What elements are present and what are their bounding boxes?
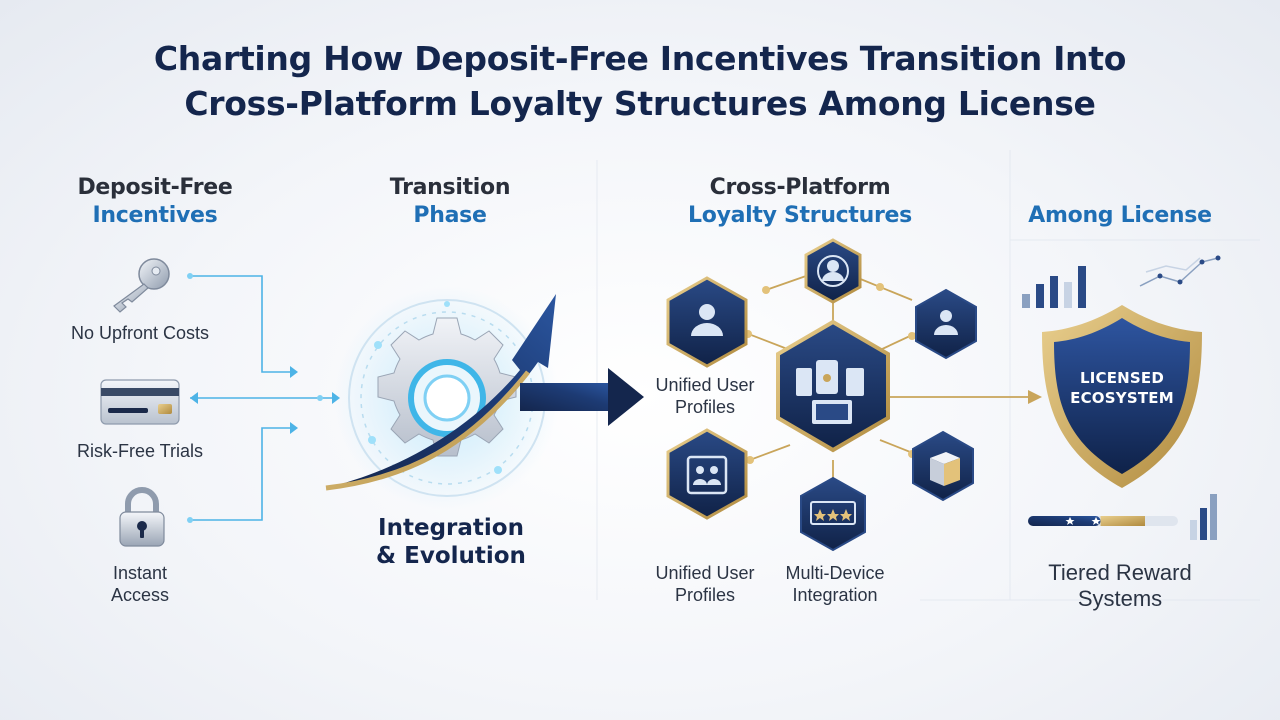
licensed-ecosystem-shield [1042,305,1202,488]
column-transition-heading: Transition Phase [389,175,511,228]
transition-arrow [325,294,556,491]
flow-arrow [520,368,644,426]
hex-user-profile-left [666,276,748,368]
hex-rating-stars [800,476,866,552]
multi-device-integration-label: Multi-Device Integration [785,563,885,605]
licensed-ecosystem-text: LICENSED ECOSYSTEM [1070,369,1174,407]
connector-arrowheads [190,366,340,434]
bar-chart-icon [1022,266,1086,308]
credit-card-icon [100,379,180,425]
hex-group-tablet [666,428,748,520]
column-deposit-free-heading: Deposit-Free Incentives [77,175,233,228]
incentive-instant-access-label: Instant Access [110,563,170,605]
padlock-icon [119,487,165,547]
hex-multi-device-center [776,319,890,453]
tiered-reward-systems-label: Tiered Reward Systems [1048,560,1192,611]
title-line-2: Cross-Platform Loyalty Structures Among … [184,84,1096,123]
tier-bar-chart-icon [1190,494,1217,540]
gear-icon [335,286,559,510]
page-title: Charting How Deposit-Free Incentives Tra… [0,36,1280,126]
background-grid [596,150,1260,601]
column-among-license-heading: Among License [1028,203,1212,228]
hex-user-profile-top [804,238,862,304]
connector-glow-dots [187,273,323,523]
integration-evolution-label: Integration & Evolution [376,515,526,569]
column-cross-platform-heading: Cross-Platform Loyalty Structures [688,175,912,228]
title-line-1: Charting How Deposit-Free Incentives Tra… [153,39,1127,78]
tier-progress-bar [1028,516,1178,526]
incentive-no-upfront-costs-label: No Upfront Costs [70,323,210,343]
ecosystem-link-arrowhead [1028,390,1042,404]
hex-user-profile-right [915,288,977,360]
unified-user-profiles-label-lower: Unified User Profiles [655,563,755,605]
unified-user-profiles-label-upper: Unified User Profiles [655,375,755,417]
line-chart-icon [1139,255,1221,287]
key-icon [113,258,170,313]
incentive-risk-free-trials-label: Risk-Free Trials [76,441,203,461]
incentive-connectors [190,275,332,521]
hex-reward-box [912,430,974,502]
